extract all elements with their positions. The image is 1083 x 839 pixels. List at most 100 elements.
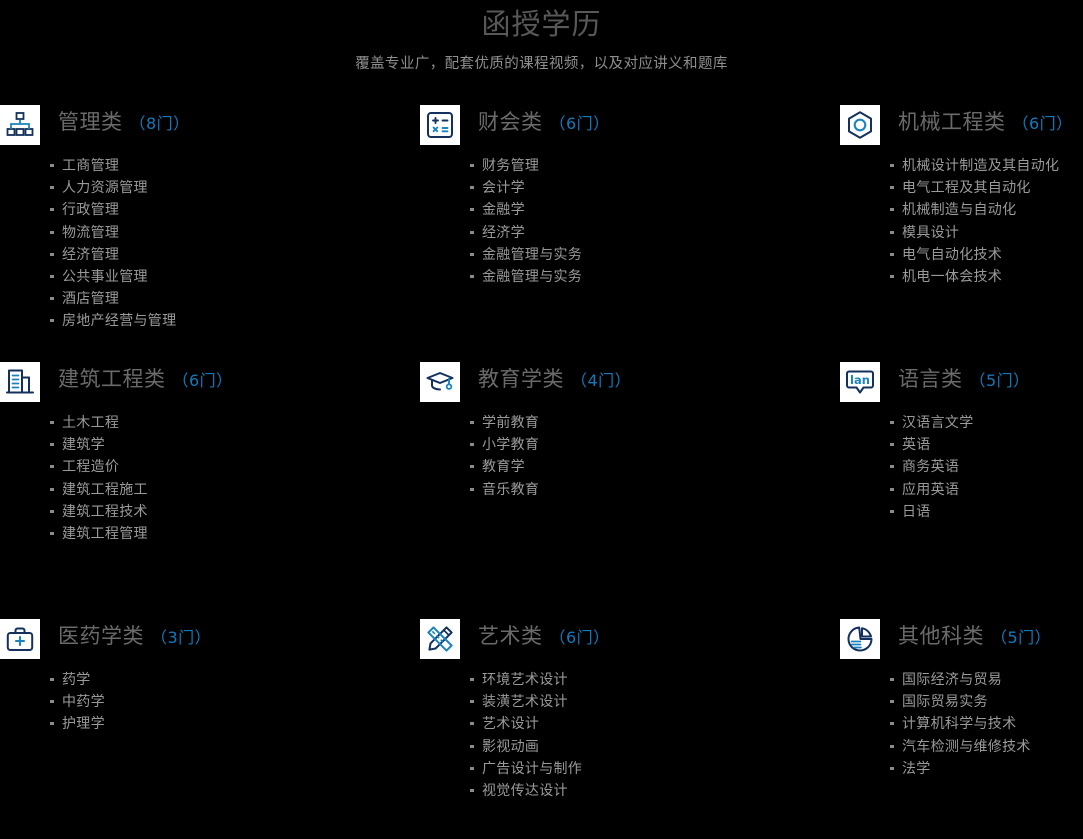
major-list: 药学中药学护理学 [0, 669, 420, 736]
list-item[interactable]: 电气工程及其自动化 [890, 177, 1083, 199]
bullet-icon [470, 230, 474, 234]
list-item[interactable]: 应用英语 [890, 479, 1083, 501]
list-item[interactable]: 会计学 [470, 177, 840, 199]
list-item[interactable]: 工商管理 [50, 155, 420, 177]
major-name: 影视动画 [482, 738, 540, 755]
medical-kit-icon [0, 619, 40, 659]
list-item[interactable]: 酒店管理 [50, 288, 420, 310]
category-count-badge: （4门） [571, 371, 632, 390]
category-title: 机械工程类 [898, 110, 1006, 134]
category-count-badge: （6门） [549, 114, 610, 133]
page-subtitle: 覆盖专业广，配套优质的课程视频，以及对应讲义和题库 [355, 56, 728, 72]
list-item[interactable]: 金融管理与实务 [470, 266, 840, 288]
bullet-icon [470, 252, 474, 256]
category-title: 管理类 [58, 110, 123, 134]
list-item[interactable]: 建筑工程施工 [50, 479, 420, 501]
list-item[interactable]: 汽车检测与维修技术 [890, 736, 1083, 758]
list-item[interactable]: 土木工程 [50, 412, 420, 434]
graduation-cap-icon [420, 362, 460, 402]
list-item[interactable]: 装潢艺术设计 [470, 691, 840, 713]
list-item[interactable]: 广告设计与制作 [470, 758, 840, 780]
bullet-icon [890, 186, 894, 190]
list-item[interactable]: 财务管理 [470, 155, 840, 177]
major-name: 商务英语 [902, 459, 960, 476]
list-item[interactable]: 机械设计制造及其自动化 [890, 155, 1083, 177]
bullet-icon [890, 744, 894, 748]
major-name: 工商管理 [62, 158, 120, 174]
major-name: 工程造价 [62, 459, 120, 476]
list-item[interactable]: 音乐教育 [470, 479, 840, 501]
list-item[interactable]: 工程造价 [50, 456, 420, 478]
bullet-icon [50, 465, 54, 469]
bullet-icon [50, 164, 54, 167]
building-icon [0, 362, 40, 402]
category-header: 建筑工程类（6门） [0, 362, 420, 406]
list-item[interactable]: 模具设计 [890, 222, 1083, 244]
list-item[interactable]: 建筑工程技术 [50, 501, 420, 523]
major-name: 建筑学 [62, 437, 105, 454]
list-item[interactable]: 机械制造与自动化 [890, 199, 1083, 221]
list-item[interactable]: 行政管理 [50, 199, 420, 221]
pie-report-icon [840, 619, 880, 659]
bullet-icon [50, 275, 54, 279]
major-name: 英语 [902, 437, 931, 454]
list-item[interactable]: 建筑学 [50, 434, 420, 456]
major-name: 物流管理 [62, 224, 120, 241]
list-item[interactable]: 环境艺术设计 [470, 669, 840, 691]
category-title-wrap: 财会类（6门） [478, 107, 610, 137]
bullet-icon [890, 421, 894, 424]
list-item[interactable]: 小学教育 [470, 434, 840, 456]
list-item[interactable]: 影视动画 [470, 736, 840, 758]
bullet-icon [890, 766, 894, 770]
major-name: 房地产经营与管理 [62, 313, 177, 330]
major-name: 艺术设计 [482, 716, 540, 733]
list-item[interactable]: 法学 [890, 758, 1083, 780]
category-block: 建筑工程类（6门） 土木工程建筑学工程造价建筑工程施工建筑工程技术建筑工程管理 [0, 362, 420, 619]
major-name: 金融管理与实务 [482, 246, 583, 263]
category-count-badge: （6门） [172, 371, 233, 390]
list-item[interactable]: 国际贸易实务 [890, 691, 1083, 713]
major-list: 机械设计制造及其自动化电气工程及其自动化机械制造与自动化模具设计电气自动化技术机… [840, 155, 1083, 288]
list-item[interactable]: 汉语言文学 [890, 412, 1083, 434]
list-item[interactable]: 公共事业管理 [50, 266, 420, 288]
bullet-icon [890, 164, 894, 167]
list-item[interactable]: 计算机科学与技术 [890, 713, 1083, 735]
bullet-icon [50, 230, 54, 234]
list-item[interactable]: 护理学 [50, 713, 420, 735]
org-chart-icon [0, 105, 40, 145]
category-count-badge: （8门） [129, 114, 190, 133]
bullet-icon [470, 164, 474, 167]
list-item[interactable]: 人力资源管理 [50, 177, 420, 199]
major-name: 国际经济与贸易 [902, 672, 1003, 688]
list-item[interactable]: 金融管理与实务 [470, 244, 840, 266]
major-name: 模具设计 [902, 224, 960, 241]
list-item[interactable]: 物流管理 [50, 222, 420, 244]
list-item[interactable]: 建筑工程管理 [50, 523, 420, 545]
bullet-icon [890, 678, 894, 681]
list-item[interactable]: 经济学 [470, 222, 840, 244]
page-title: 函授学历 [481, 7, 602, 41]
category-title-wrap: 教育学类（4门） [478, 364, 631, 394]
list-item[interactable]: 学前教育 [470, 412, 840, 434]
bullet-icon [890, 700, 894, 704]
list-item[interactable]: 视觉传达设计 [470, 780, 840, 802]
major-name: 国际贸易实务 [902, 694, 988, 711]
major-name: 法学 [902, 760, 931, 777]
list-item[interactable]: 国际经济与贸易 [890, 669, 1083, 691]
list-item[interactable]: 经济管理 [50, 244, 420, 266]
list-item[interactable]: 教育学 [470, 456, 840, 478]
list-item[interactable]: 艺术设计 [470, 713, 840, 735]
list-item[interactable]: 电气自动化技术 [890, 244, 1083, 266]
list-item[interactable]: 房地产经营与管理 [50, 310, 420, 332]
list-item[interactable]: 中药学 [50, 691, 420, 713]
list-item[interactable]: 商务英语 [890, 456, 1083, 478]
list-item[interactable]: 机电一体会技术 [890, 266, 1083, 288]
list-item[interactable]: 金融学 [470, 199, 840, 221]
category-count-badge: （5门） [991, 628, 1052, 647]
list-item[interactable]: 药学 [50, 669, 420, 691]
list-item[interactable]: 英语 [890, 434, 1083, 456]
major-name: 经济学 [482, 224, 525, 241]
list-item[interactable]: 日语 [890, 501, 1083, 523]
category-block: 机械工程类（6门）机械设计制造及其自动化电气工程及其自动化机械制造与自动化模具设… [840, 105, 1083, 362]
